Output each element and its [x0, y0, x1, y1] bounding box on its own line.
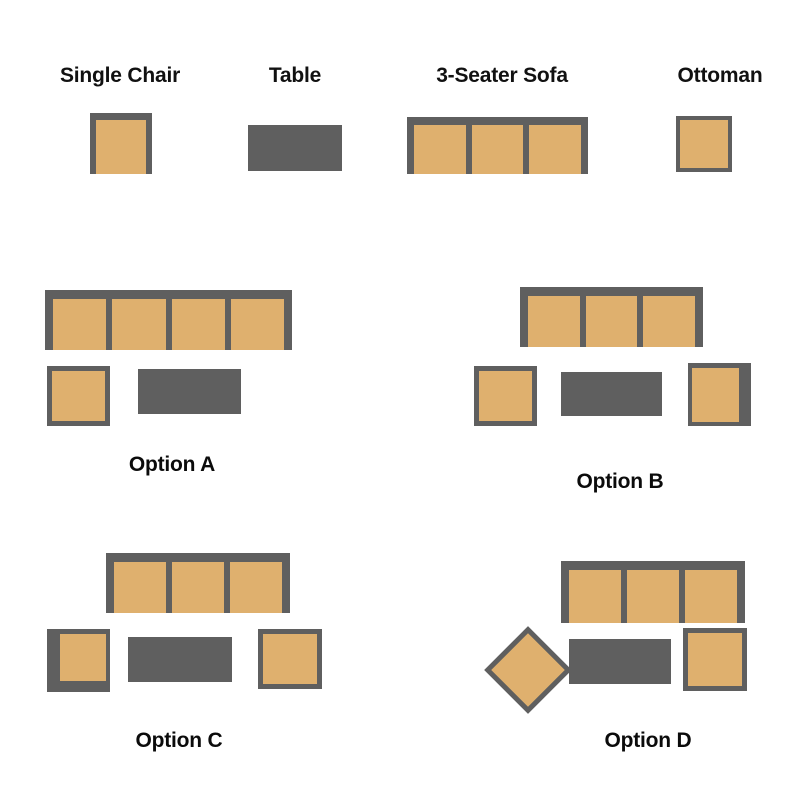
option-b-table — [561, 372, 662, 416]
option-c-chair-right — [258, 629, 322, 689]
option-c-label: Option C — [135, 729, 223, 752]
sofa-cushion — [230, 562, 282, 613]
sofa-cushion — [53, 299, 107, 350]
sofa-cushion — [685, 570, 737, 623]
option-d-chair-right — [683, 628, 747, 691]
sofa-cushion — [529, 125, 582, 174]
legend-label-3-seater-sofa: 3-Seater Sofa — [436, 64, 568, 87]
sofa-cushion — [471, 125, 524, 174]
chair-cushion — [491, 633, 565, 707]
ottoman-cushion — [680, 120, 728, 168]
option-d-chair-angled — [484, 626, 572, 714]
option-b-chair-right — [688, 363, 751, 426]
option-b-sofa — [520, 287, 703, 347]
sofa-cushion — [585, 296, 638, 347]
legend-label-table: Table — [268, 64, 322, 87]
sofa-cushion — [114, 562, 166, 613]
option-c-chair-left — [47, 629, 110, 692]
sofa-cushion — [528, 296, 580, 347]
option-a-sofa — [45, 290, 292, 350]
legend-icon-table — [248, 125, 342, 171]
legend-icon-single-chair — [90, 113, 152, 174]
sofa-cushion — [230, 299, 284, 350]
sofa-cushion — [627, 570, 679, 623]
sofa-cushion — [643, 296, 696, 347]
option-a-label: Option A — [128, 453, 216, 476]
option-c-table — [128, 637, 232, 682]
sofa-cushion — [112, 299, 166, 350]
chair-cushion — [60, 634, 106, 681]
option-d-label: Option D — [604, 729, 692, 752]
sofa-cushion — [569, 570, 621, 623]
legend-label-single-chair: Single Chair — [59, 64, 181, 87]
sofa-cushion — [172, 562, 224, 613]
sofa-cushion — [171, 299, 225, 350]
sofa-cushion — [414, 125, 466, 174]
option-b-chair-left — [474, 366, 537, 426]
option-a-chair — [47, 366, 110, 426]
option-c-sofa — [106, 553, 290, 613]
legend-icon-ottoman — [676, 116, 732, 172]
chair-cushion — [52, 371, 105, 421]
option-d-sofa — [561, 561, 745, 623]
option-b-label: Option B — [576, 470, 664, 493]
chair-cushion — [688, 633, 742, 686]
chair-cushion — [479, 371, 532, 421]
legend-label-ottoman: Ottoman — [677, 64, 763, 87]
chair-cushion — [96, 120, 146, 174]
option-a-table — [138, 369, 241, 414]
chair-cushion — [263, 634, 317, 684]
legend-icon-3-seater-sofa — [407, 117, 588, 174]
chair-cushion — [692, 368, 739, 422]
option-d-table — [569, 639, 671, 684]
